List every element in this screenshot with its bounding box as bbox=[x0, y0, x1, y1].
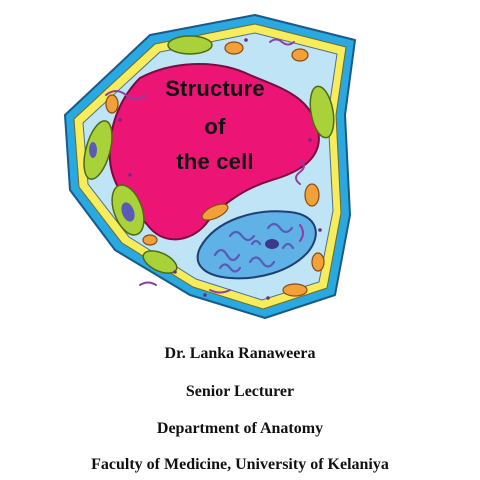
author-name: Dr. Lanka Ranaweera bbox=[164, 345, 316, 362]
central-vacuole bbox=[108, 62, 320, 241]
title-line-3: the cell bbox=[176, 149, 254, 174]
title-line-1: Structure bbox=[165, 76, 265, 101]
ribosomes bbox=[118, 38, 322, 300]
institution: Faculty of Medicine, University of Kelan… bbox=[91, 456, 389, 473]
endoplasmic-reticulum bbox=[105, 38, 305, 294]
nucleus bbox=[196, 210, 317, 280]
author-position: Senior Lecturer bbox=[185, 383, 295, 400]
mitochondria bbox=[105, 41, 325, 297]
chloroplasts bbox=[83, 35, 335, 274]
title-line-2: of bbox=[204, 114, 226, 139]
department: Department of Anatomy bbox=[156, 420, 324, 437]
